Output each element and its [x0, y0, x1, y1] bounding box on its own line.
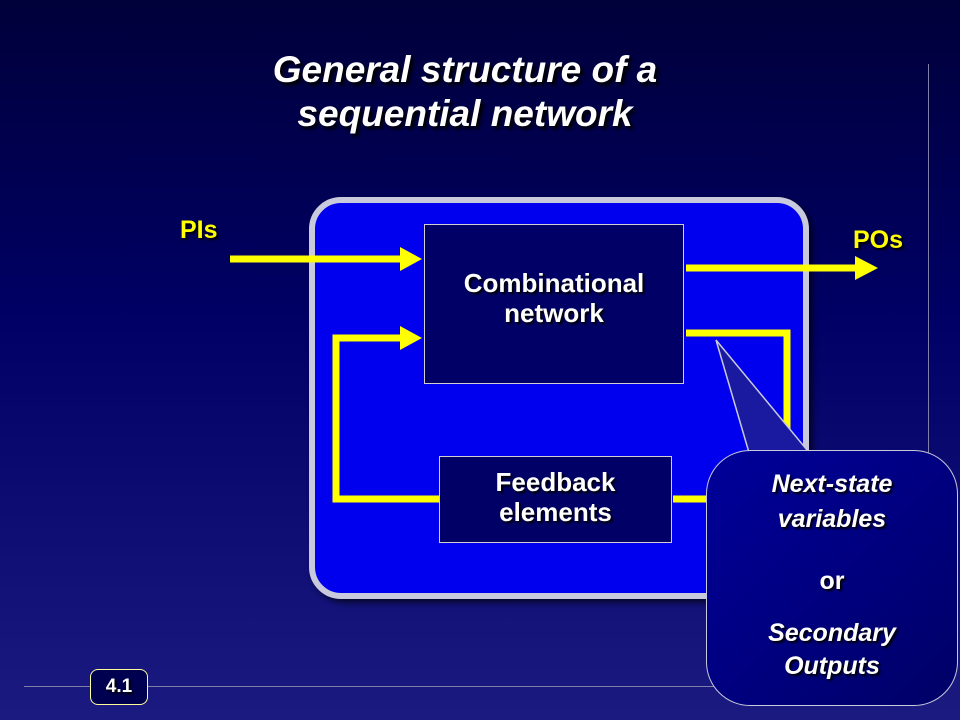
next-state-callout: Next-state variables or Secondary Output…: [706, 450, 958, 706]
callout-line-2: variables: [777, 505, 887, 533]
feedback-label-line-1: Feedback: [495, 467, 616, 497]
horizontal-divider: [24, 686, 724, 687]
feedback-label-line-2: elements: [499, 497, 612, 527]
callout-line-4: Secondary: [768, 619, 896, 647]
feedback-elements-block: Feedback elements: [439, 456, 672, 543]
callout-line-1: Next-state: [771, 470, 893, 498]
title-line-1: General structure of a: [272, 49, 658, 90]
page-number-badge: 4.1: [90, 669, 148, 705]
combinational-label-line-2: network: [504, 298, 604, 328]
primary-inputs-label: PIs: [180, 216, 218, 244]
callout-pointer: [715, 339, 814, 457]
callout-line-5: Outputs: [784, 652, 880, 680]
title-line-2: sequential network: [297, 93, 633, 134]
input-arrowhead: [400, 247, 422, 271]
output-arrowhead: [855, 256, 878, 280]
callout-line-3: or: [819, 567, 845, 595]
combinational-label-line-1: Combinational: [463, 268, 645, 298]
feedback-arrowhead: [400, 326, 422, 350]
combinational-network-block: Combinational network: [424, 224, 684, 384]
primary-outputs-label: POs: [853, 226, 904, 254]
page-title: General structure of a sequential networ…: [160, 48, 770, 136]
feedback-wire: [332, 334, 439, 503]
vertical-divider: [928, 64, 929, 664]
